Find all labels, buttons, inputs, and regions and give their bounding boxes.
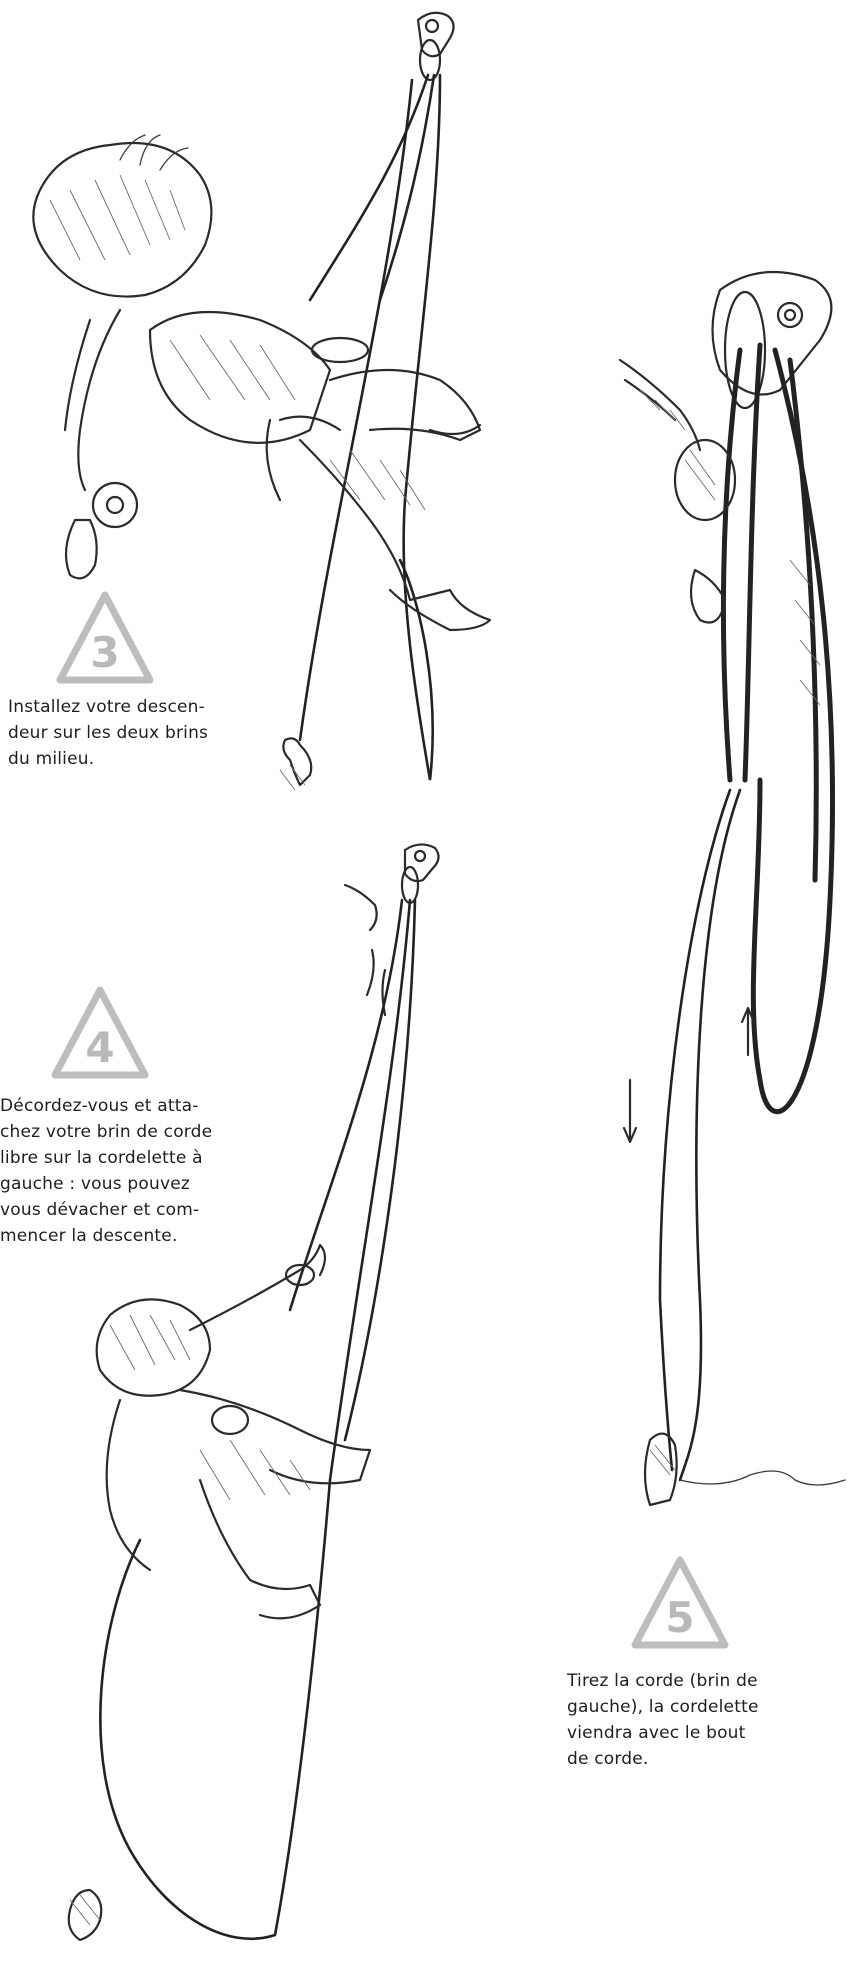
step5-caption: Tirez la corde (brin de gauche), la cord… xyxy=(567,1668,837,1772)
anchor-plate-icon xyxy=(713,272,832,408)
arrow-down-icon xyxy=(624,1080,636,1142)
step4-caption: Décordez-vous et atta- chez votre brin d… xyxy=(0,1093,250,1249)
small-climber-step4 xyxy=(69,1890,102,1940)
step3-number: 3 xyxy=(55,628,155,677)
step5-line: de corde. xyxy=(567,1746,837,1772)
small-climber-step5 xyxy=(645,1434,845,1505)
step5-badge: 5 xyxy=(630,1567,730,1655)
anchor-plate-icon xyxy=(418,13,454,80)
step4-badge: 4 xyxy=(50,997,150,1085)
step5-illustration xyxy=(620,272,845,1505)
step4-line: gauche : vous pouvez xyxy=(0,1171,250,1197)
step3-line: Installez votre descen- xyxy=(8,694,258,720)
step5-line: gauche), la cordelette xyxy=(567,1694,837,1720)
step5-line: viendra avec le bout xyxy=(567,1720,837,1746)
step4-line: vous dévacher et com- xyxy=(0,1197,250,1223)
step4-line: mencer la descente. xyxy=(0,1223,250,1249)
step4-line: chez votre brin de corde xyxy=(0,1119,250,1145)
step3-line: du milieu. xyxy=(8,746,258,772)
step4-line: libre sur la cordelette à xyxy=(0,1145,250,1171)
climber-step4 xyxy=(97,1245,370,1618)
small-climber-step3 xyxy=(280,738,311,790)
step3-line: deur sur les deux brins xyxy=(8,720,258,746)
step4-number: 4 xyxy=(50,1023,150,1072)
step5-line: Tirez la corde (brin de xyxy=(567,1668,837,1694)
anchor-plate-icon xyxy=(402,844,439,903)
step4-line: Décordez-vous et atta- xyxy=(0,1093,250,1119)
step3-caption: Installez votre descen- deur sur les deu… xyxy=(8,694,258,772)
step3-badge: 3 xyxy=(55,602,155,690)
climber-step3 xyxy=(33,135,490,630)
step5-number: 5 xyxy=(630,1593,730,1642)
